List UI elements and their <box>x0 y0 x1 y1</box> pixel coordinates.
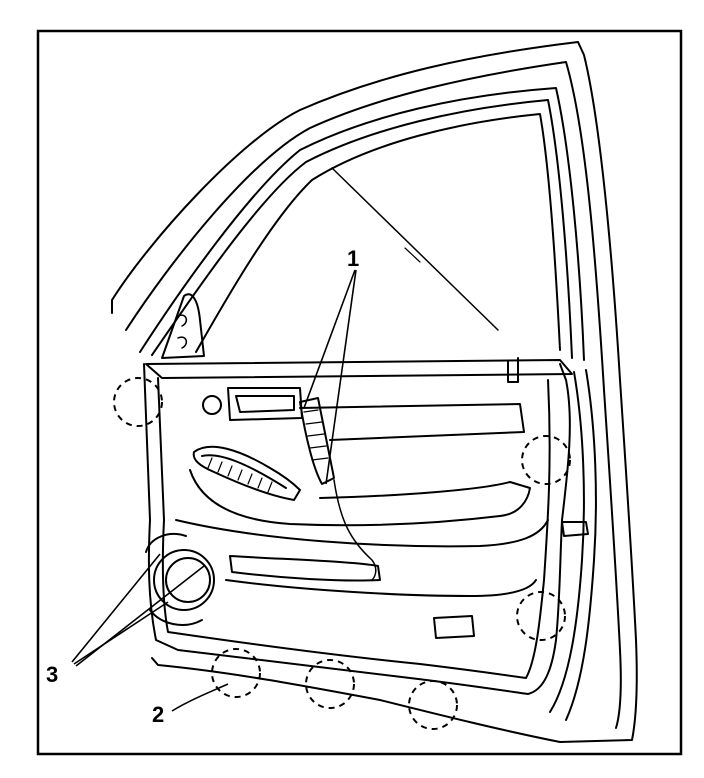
armrest-lower-edge <box>175 519 549 548</box>
map-pocket <box>229 555 381 582</box>
upper-trim-groove <box>299 403 525 441</box>
window-glass-edge <box>195 113 561 353</box>
seal-line-1 <box>549 371 585 713</box>
latch-striker <box>561 521 589 537</box>
retainer-circle-rear-lower <box>516 591 566 641</box>
callout-1-leader-a <box>303 269 356 409</box>
seal-line-2 <box>565 369 597 721</box>
retainer-circle-front-upper <box>113 377 163 427</box>
lock-button <box>202 395 222 415</box>
mirror-bolt-lower <box>177 336 188 349</box>
retainer-circle-rear-upper <box>521 435 571 485</box>
retainer-circle-bottom-2 <box>305 659 355 709</box>
callout-2-leader <box>171 683 229 712</box>
callout-1-label: 1 <box>347 246 359 271</box>
mirror-sail <box>161 293 205 359</box>
speaker-housing <box>145 533 203 626</box>
callout-3-leader-a <box>71 553 161 663</box>
window-switch-bezel <box>299 397 335 485</box>
window-switch-buttons <box>303 409 329 461</box>
callout-1-leader-b <box>325 269 357 485</box>
armrest-pull-cup <box>192 445 301 501</box>
callout-2-label: 2 <box>152 702 164 727</box>
inside-handle-bezel <box>227 387 303 421</box>
trim-panel-inner-outline <box>157 377 551 679</box>
armrest-body <box>189 469 531 527</box>
belt-molding <box>145 359 573 379</box>
map-pocket-lower <box>225 579 537 597</box>
speaker-grille <box>165 557 211 603</box>
callout-3-leader-b <box>73 601 169 665</box>
courtesy-lamp <box>433 615 475 639</box>
speaker-outer-ring <box>153 549 215 611</box>
retainer-circle-bottom-1 <box>211 648 261 698</box>
door-outer-shell <box>111 41 638 743</box>
armrest-pull-cup-inner <box>201 454 287 489</box>
trim-panel-outline <box>143 363 571 695</box>
glass-reflection <box>331 167 499 331</box>
armrest-pull-cup-ribs <box>207 457 273 493</box>
callout-3-leader-c <box>75 565 205 667</box>
door-outer-inner-edge <box>125 61 622 729</box>
inside-handle-lever <box>235 395 295 413</box>
mirror-bolt-upper <box>177 314 188 327</box>
glass-reflection-short <box>404 247 421 263</box>
retainer-circle-bottom-3 <box>408 680 458 730</box>
window-frame-mid <box>151 99 573 359</box>
window-frame-outer <box>139 87 585 361</box>
switch-harness <box>333 479 377 581</box>
callout-3-label: 3 <box>46 662 58 687</box>
figure-border <box>36 29 683 756</box>
lock-knob <box>507 357 519 383</box>
